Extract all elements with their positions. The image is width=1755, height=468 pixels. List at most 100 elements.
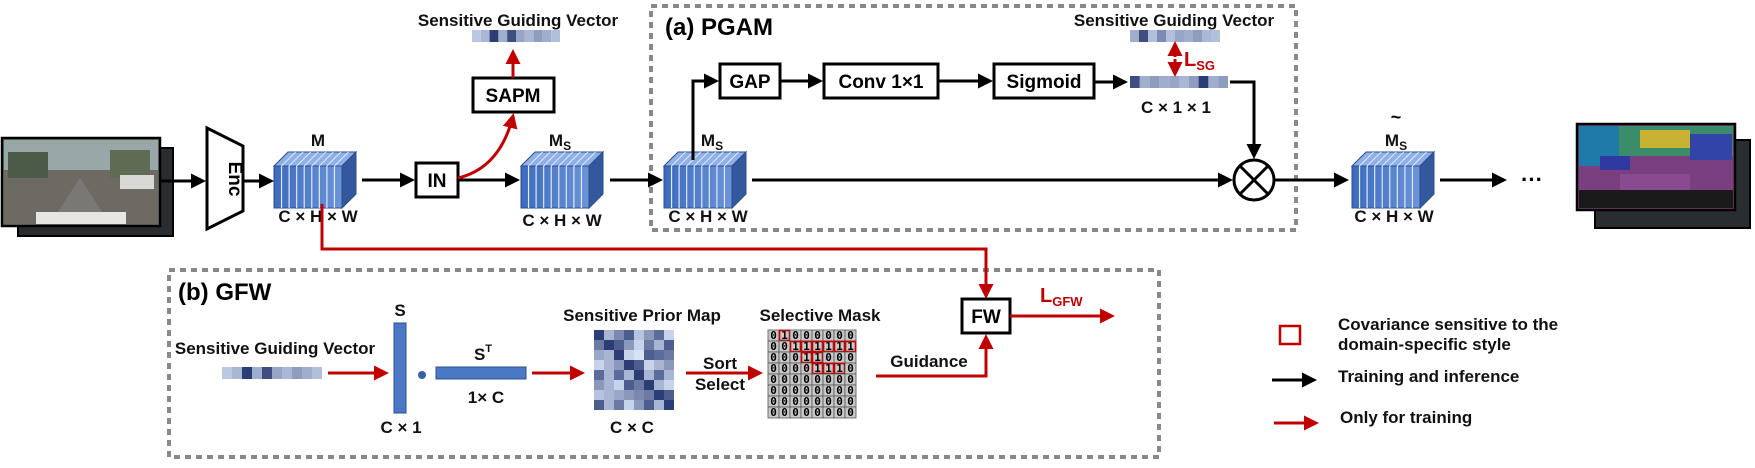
mask-cell-value: 0 (781, 340, 788, 353)
prior-map-cell (604, 350, 614, 360)
mask-cell-value: 0 (847, 384, 854, 397)
mask-cell-value: 0 (814, 406, 821, 419)
mask-cell-value: 1 (814, 351, 821, 364)
mask-cell-value: 0 (803, 384, 810, 397)
mask-cell-value: 0 (770, 373, 777, 386)
cube-front-face (1351, 165, 1421, 209)
arrow-m-to-fw (320, 204, 994, 299)
dot-product-symbol (418, 371, 426, 379)
multiply-cross-b (1238, 164, 1270, 196)
vector-cell (542, 30, 552, 42)
pgam-title: (a) PGAM (665, 14, 773, 41)
s-label: S (394, 301, 405, 320)
mask-cell-value: 0 (781, 351, 788, 364)
mask-cell-value: 1 (814, 362, 821, 375)
fw-label: FW (971, 307, 1001, 328)
prior-map-cell (664, 400, 674, 410)
vector-cell (533, 30, 543, 42)
gfw-title: (b) GFW (178, 279, 272, 306)
mask-cell-value: 0 (825, 351, 832, 364)
pgam-sgv-vector (1130, 30, 1220, 42)
cube-slice-top-line (550, 151, 566, 167)
mask-selected-highlight (811, 340, 824, 353)
prior-map-cell (664, 350, 674, 360)
prior-map-cell (614, 400, 624, 410)
prior-map-cell (664, 390, 674, 400)
vector-cell (1166, 30, 1175, 42)
legend-only-training: Only for training (1340, 408, 1472, 427)
cube-slice-top-line (1389, 151, 1405, 167)
mask-cell-value: 0 (792, 395, 799, 408)
sort-label: Sort (703, 354, 737, 373)
prior-map-cell (654, 390, 664, 400)
prior-map-cell (634, 390, 644, 400)
mask-cell-value: 0 (770, 351, 777, 364)
vector-cell (1139, 76, 1150, 88)
prior-map-cell (624, 340, 634, 350)
mask-cell-value: 0 (803, 362, 810, 375)
prior-map-cell (614, 340, 624, 350)
vector-cell (272, 367, 282, 379)
tensor-m-label: M (311, 131, 325, 150)
prior-map-cell (594, 350, 604, 360)
st-label: ST (474, 343, 492, 364)
vector-cell (1208, 76, 1219, 88)
prior-map-cell (624, 360, 634, 370)
vector-cell (1157, 30, 1166, 42)
cube-slice-top-line (334, 151, 349, 167)
prior-map-cell (654, 350, 664, 360)
prior-map-cell (654, 380, 664, 390)
cube-slice-top-line (1396, 151, 1412, 167)
prior-map-label: Sensitive Prior Map (563, 306, 721, 325)
prior-map-cell (614, 370, 624, 380)
prior-map-cell (624, 330, 634, 340)
mask-cell-value: 0 (847, 362, 854, 375)
select-label: Select (695, 375, 745, 394)
vector-cell (472, 30, 481, 42)
vector-cell (1211, 30, 1220, 42)
tilde-mark: ~ (1391, 107, 1402, 127)
prior-map-cell (654, 340, 664, 350)
vector-cell (1139, 30, 1148, 42)
mask-cell-value: 1 (847, 340, 854, 353)
arrow-in-to-sapm (457, 113, 518, 180)
mask-selected-highlight (800, 351, 813, 364)
arrow-ms-to-gap (691, 73, 719, 160)
prior-map-cell (604, 400, 614, 410)
prior-map-cell (624, 400, 634, 410)
vector-cell (312, 367, 322, 379)
prior-map-cell (624, 380, 634, 390)
mask-cell-value: 1 (836, 340, 843, 353)
mask-selected-highlight (811, 362, 824, 375)
mask-selected-highlight (822, 362, 835, 375)
mask-cell-value: 0 (770, 329, 777, 342)
encoder-label: Enc (224, 162, 245, 197)
prior-map-cell (614, 360, 624, 370)
cube-slice-top-line (281, 151, 296, 167)
legend-covariance-square (1278, 324, 1302, 346)
mask-cell-value: 0 (836, 373, 843, 386)
prior-map-cell (614, 390, 624, 400)
cube-front-face (520, 165, 590, 209)
cube-slice-top-line (708, 151, 724, 167)
mask-cell-value: 0 (770, 384, 777, 397)
prior-map-cell (594, 380, 604, 390)
tensor-m (272, 150, 358, 210)
mask-cell-value: 0 (781, 362, 788, 375)
prior-map-cell (614, 330, 624, 340)
cube-slice-top-line (573, 151, 589, 167)
prior-map-cell (634, 380, 644, 390)
vector-cell (1184, 30, 1193, 42)
prior-map-cell (654, 330, 664, 340)
vector-cell (524, 30, 534, 42)
prior-map-cell (644, 390, 654, 400)
gfw-group-box (167, 268, 1161, 459)
mask-cell-value: 1 (825, 362, 832, 375)
cube-slice-top-line (671, 151, 686, 167)
ellipsis: ··· (1521, 167, 1543, 192)
sgv-vector-top (472, 30, 560, 42)
prior-map-cell (664, 370, 674, 380)
cube-slice-top-line (528, 151, 543, 167)
fw-box (960, 297, 1012, 335)
sapm-label: SAPM (486, 86, 541, 107)
